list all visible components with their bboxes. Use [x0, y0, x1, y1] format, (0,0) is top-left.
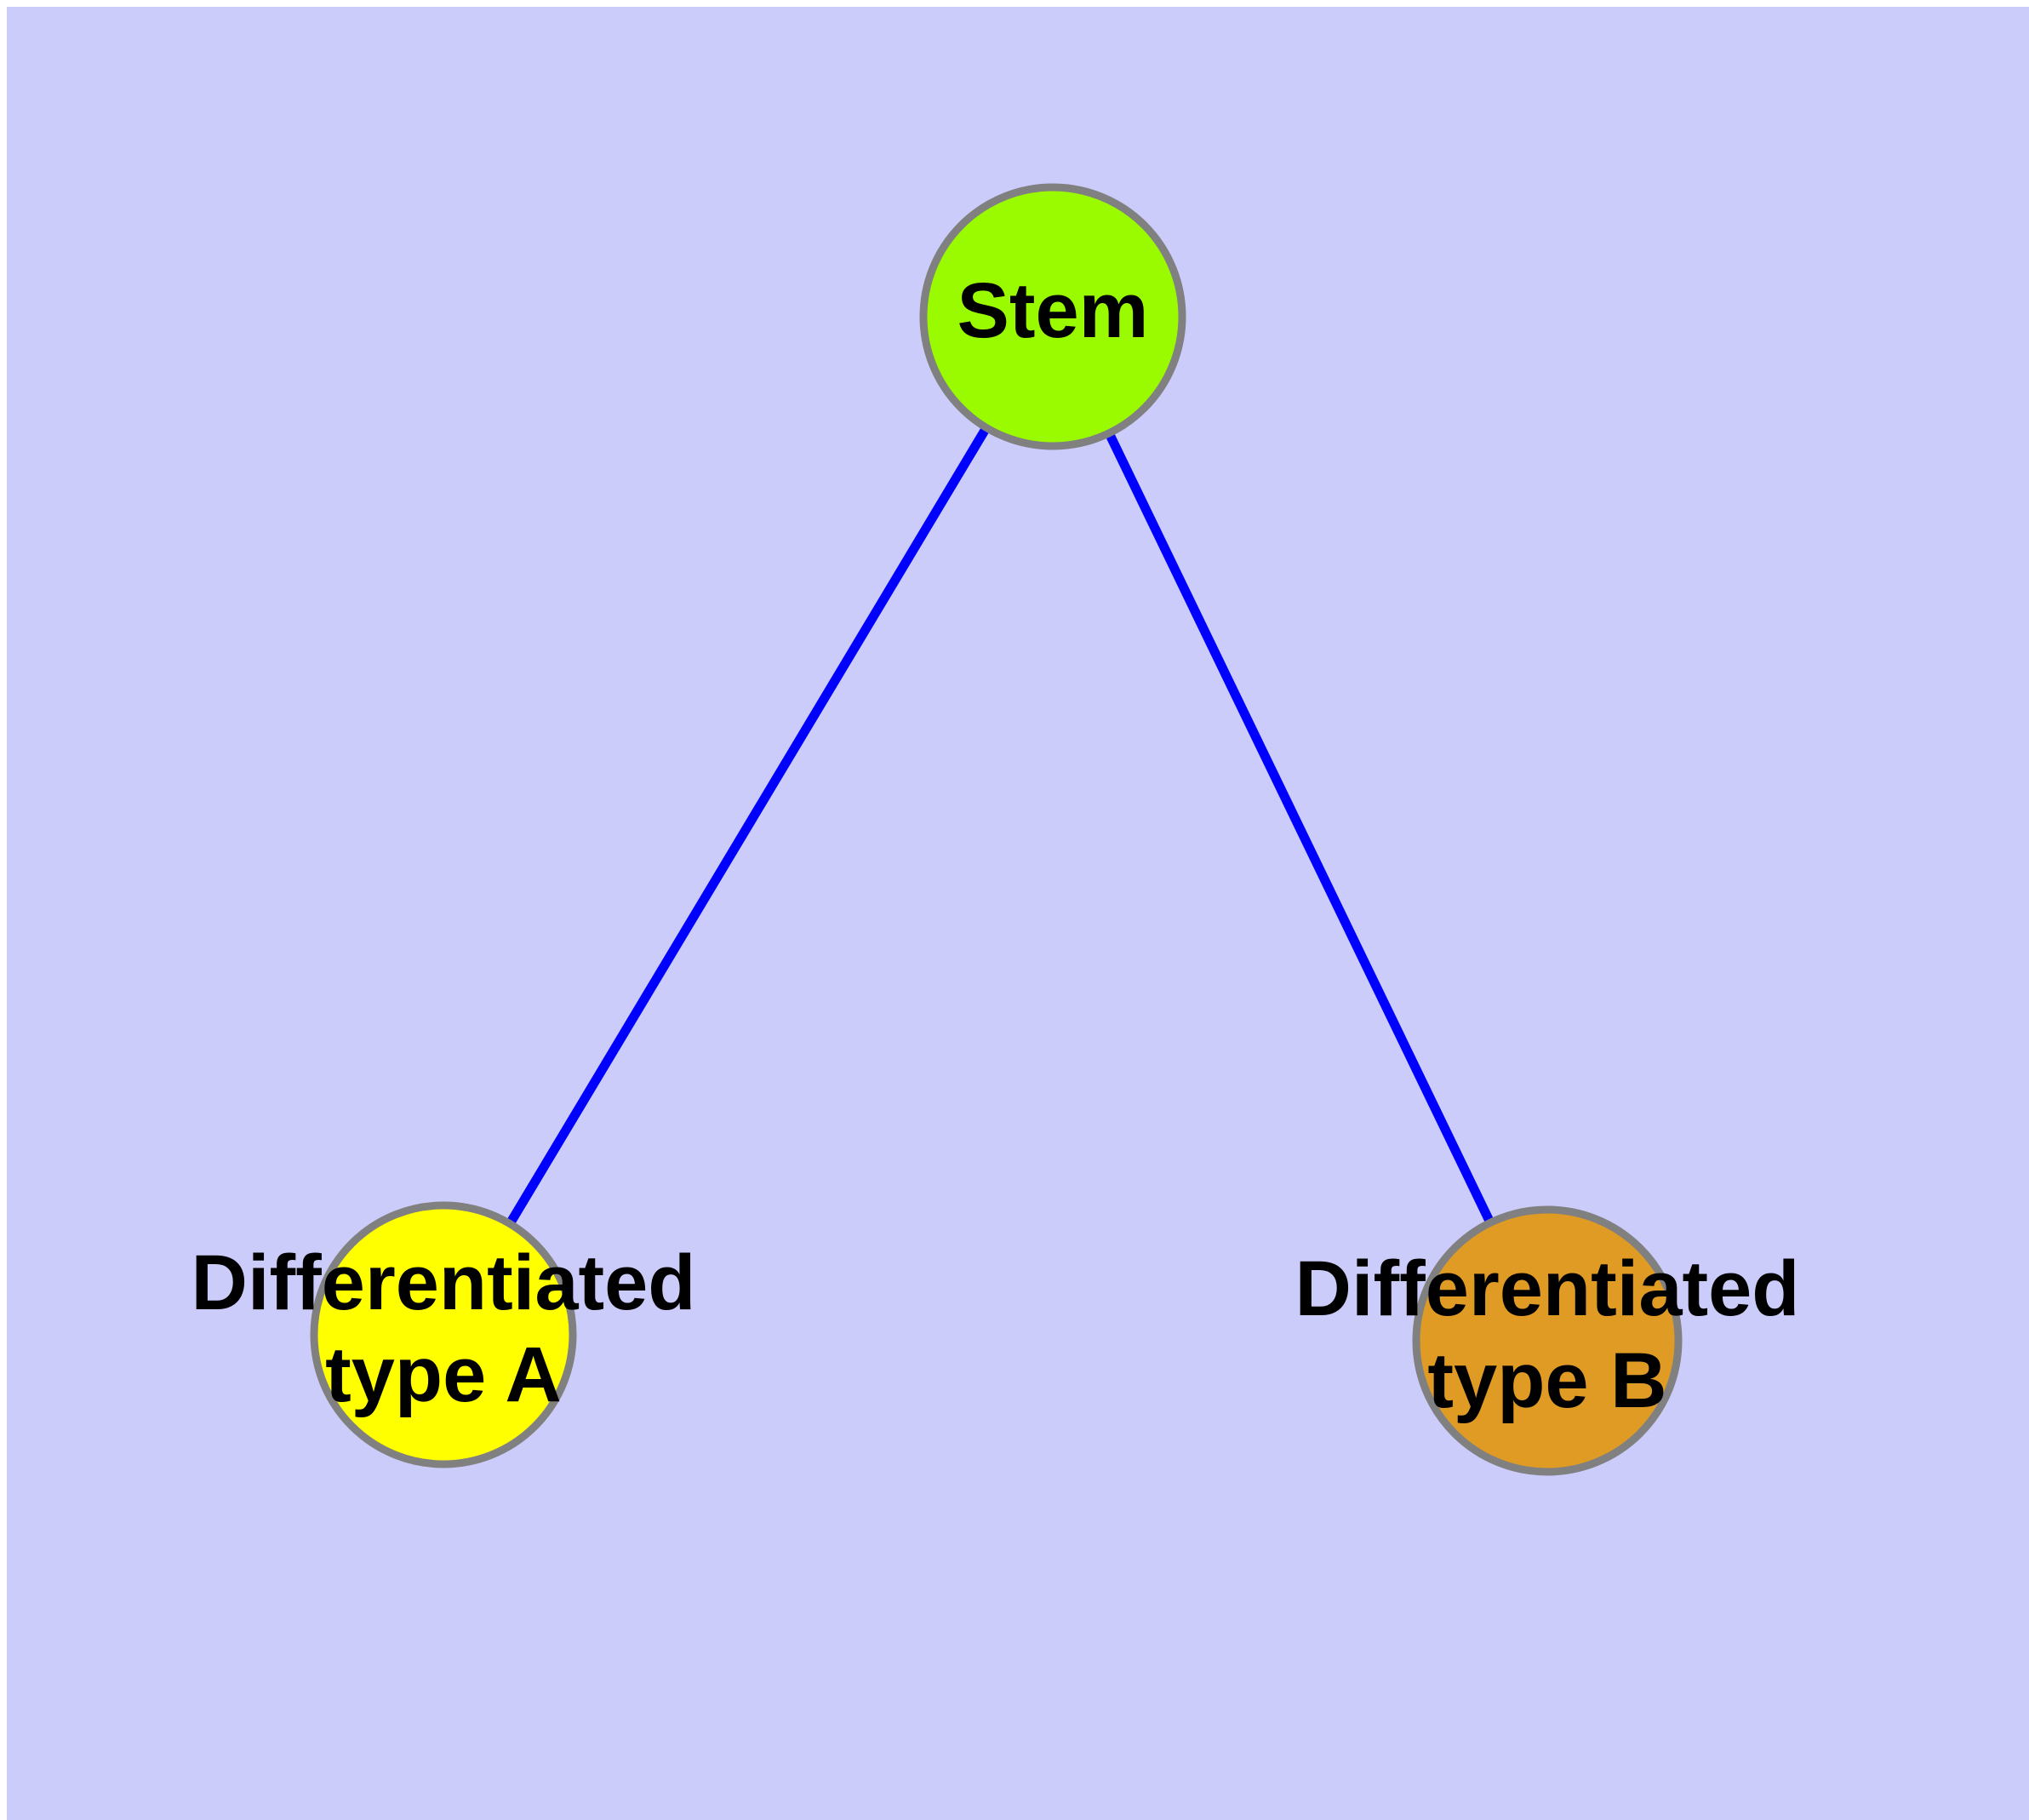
node-label-line: type B: [1427, 1337, 1666, 1424]
node-diff_a[interactable]: [310, 1201, 577, 1468]
node-stem[interactable]: [919, 183, 1186, 450]
node-label-line: Differentiated: [1295, 1245, 1800, 1332]
node-diff_b[interactable]: [1412, 1205, 1683, 1476]
edges-group: [506, 425, 1495, 1227]
nodes-group: [310, 183, 1683, 1476]
node-label-line: Stem: [957, 267, 1149, 354]
node-label-stem: Stem: [957, 267, 1149, 354]
node-label-line: Differentiated: [191, 1239, 696, 1326]
edge-stem-to-diff_a: [506, 425, 991, 1227]
edge-stem-to-diff_b: [1105, 431, 1495, 1225]
node-label-line: type A: [325, 1331, 562, 1418]
